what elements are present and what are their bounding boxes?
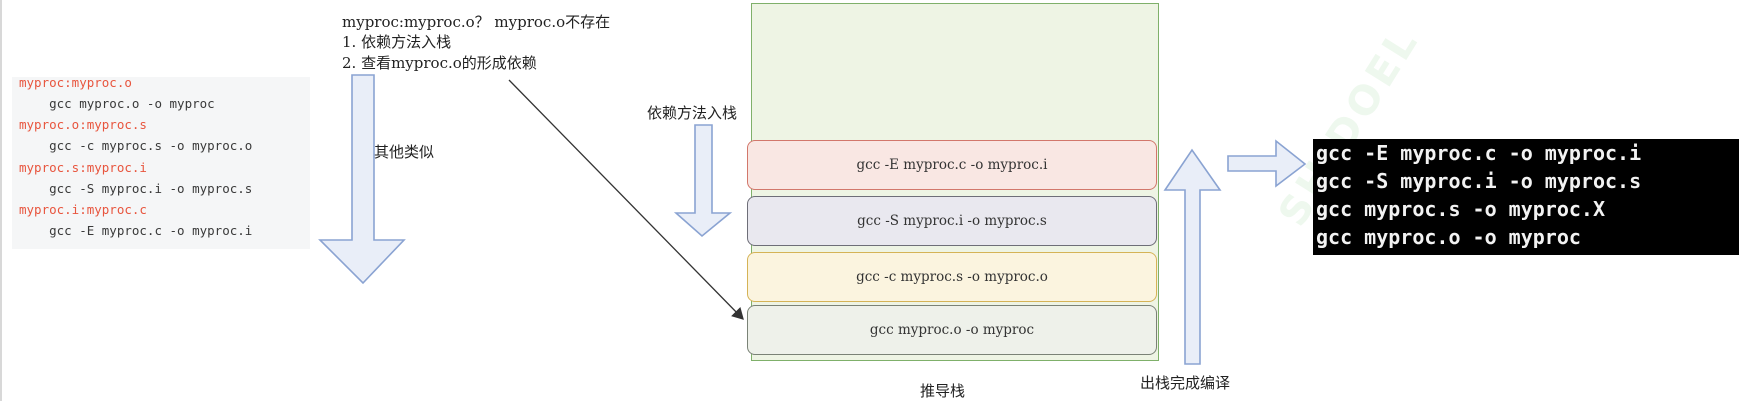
others-similar-down-arrow <box>318 74 406 285</box>
terminal-output: gcc -E myproc.c -o myproc.i gcc -S mypro… <box>1313 139 1739 255</box>
terminal-line: gcc myproc.s -o myproc.X <box>1316 197 1605 221</box>
note-check-dependency: 2. 查看myproc.o的形成依赖 <box>342 54 537 72</box>
terminal-line: gcc -E myproc.c -o myproc.i <box>1316 141 1642 165</box>
dependency-pointer-arrow <box>508 79 744 320</box>
stack-layer-link: gcc myproc.o -o myproc <box>747 305 1157 355</box>
stack-layer-compile: gcc -S myproc.i -o myproc.s <box>747 196 1157 246</box>
push-down-arrow <box>673 124 733 238</box>
stack-label: 推导栈 <box>920 382 966 400</box>
stack-layer-preprocess: gcc -E myproc.c -o myproc.i <box>747 140 1157 190</box>
makefile-line-target: myproc.o:myproc.s <box>19 117 147 132</box>
result-right-arrow <box>1227 139 1307 188</box>
note-others-similar: 其他类似 <box>374 143 435 161</box>
makefile-line-target: myproc.s:myproc.i <box>19 160 147 175</box>
label-pop-compile: 出栈完成编译 <box>1140 374 1231 392</box>
makefile-line-command: gcc -c myproc.s -o myproc.o <box>19 138 253 153</box>
makefile-line-command: gcc -E myproc.c -o myproc.i <box>19 223 253 238</box>
makefile-line-target: myproc:myproc.o <box>19 75 132 90</box>
label-push-dependency: 依赖方法入栈 <box>647 104 738 122</box>
makefile-line-command: gcc -S myproc.i -o myproc.s <box>19 181 253 196</box>
stack-layer-assemble: gcc -c myproc.s -o myproc.o <box>747 252 1157 302</box>
terminal-line: gcc myproc.o -o myproc <box>1316 225 1581 249</box>
left-edge-divider <box>0 0 2 401</box>
makefile-code-block: myproc:myproc.o gcc myproc.o -o myproc m… <box>12 75 310 249</box>
note-push-dependency: 1. 依赖方法入栈 <box>342 33 452 51</box>
pop-up-arrow <box>1163 148 1222 365</box>
terminal-line: gcc -S myproc.i -o myproc.s <box>1316 169 1642 193</box>
note-missing-object: myproc:myproc.o？ myproc.o不存在 <box>342 13 611 31</box>
makefile-line-command: gcc myproc.o -o myproc <box>19 96 215 111</box>
makefile-line-target: myproc.i:myproc.c <box>19 202 147 217</box>
